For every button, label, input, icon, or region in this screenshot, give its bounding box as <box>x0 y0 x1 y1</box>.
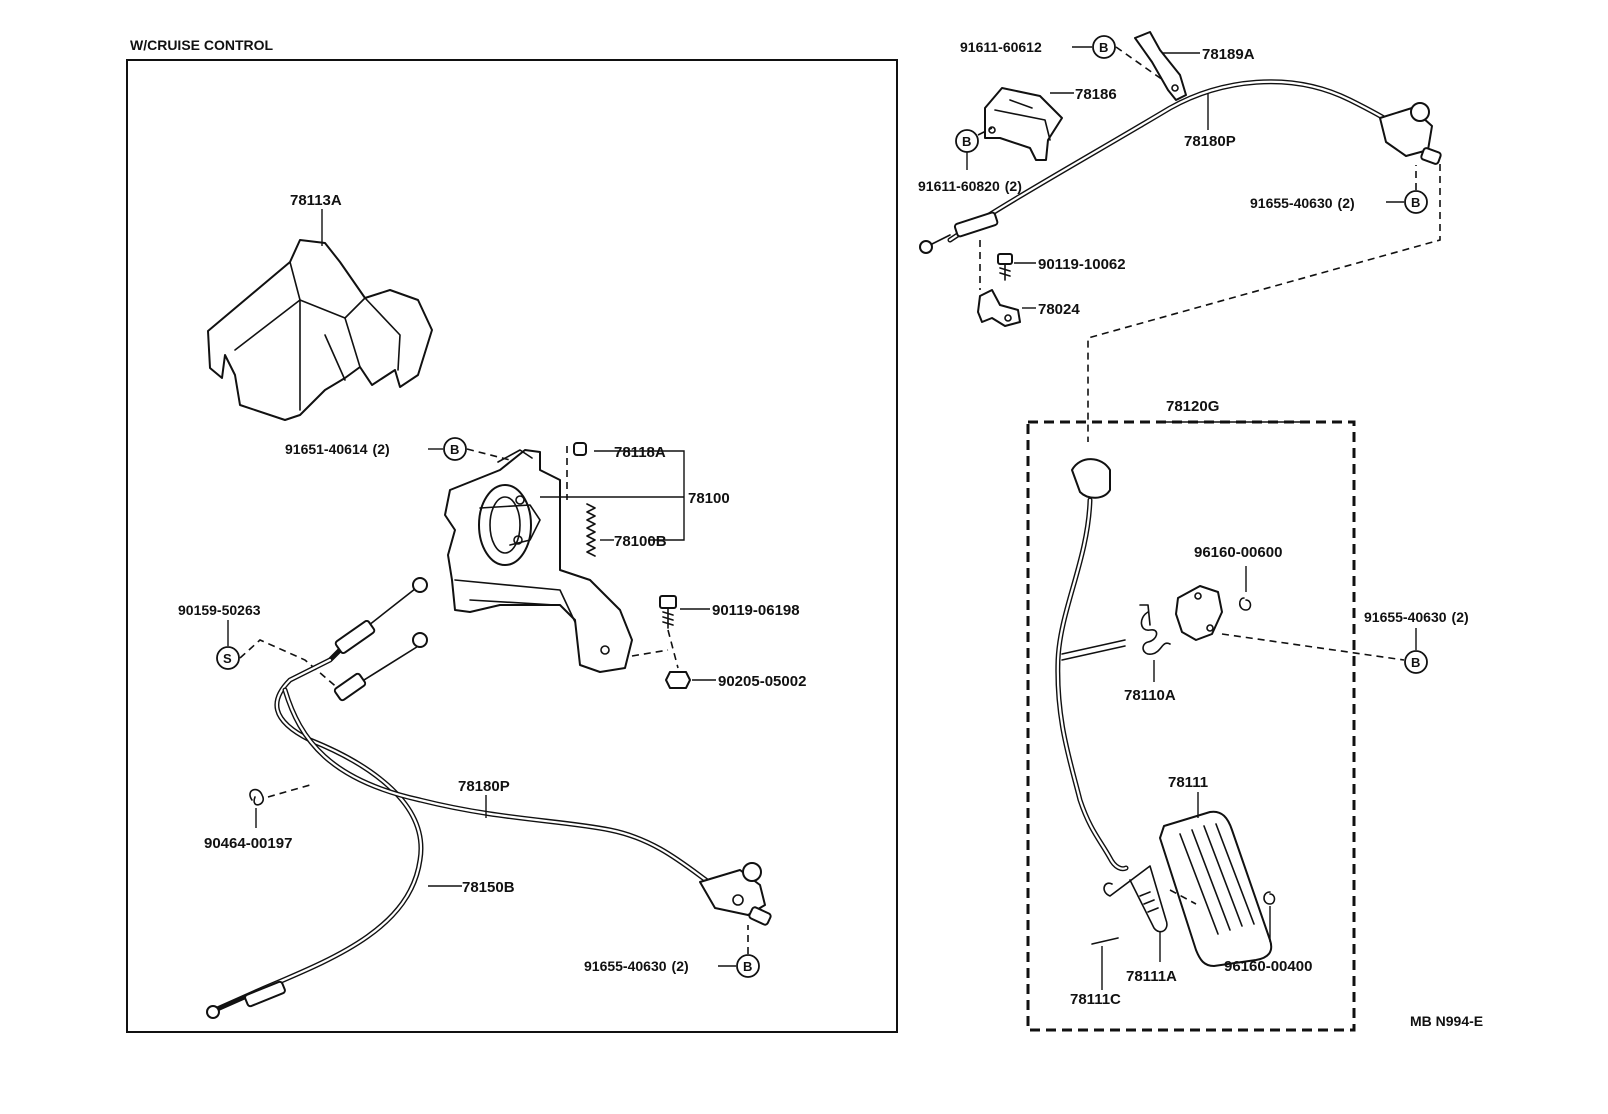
dash-91611-60820 <box>977 127 993 136</box>
marker-S-90159: S <box>216 646 240 670</box>
spring-78100B[interactable] <box>586 503 596 557</box>
label-78111[interactable]: 78111 <box>1168 774 1208 791</box>
pedal-arm-78120G[interactable] <box>1055 458 1129 872</box>
dash-90159 <box>239 639 341 691</box>
label-91611-60612[interactable]: 91611-60612 <box>960 39 1042 55</box>
spring-78110A[interactable] <box>1139 604 1171 655</box>
label-91611-60820[interactable]: 91611-60820(2) <box>918 178 1022 194</box>
label-78186[interactable]: 78186 <box>1075 86 1117 103</box>
dash-91655-mid <box>1221 633 1405 661</box>
label-78120G[interactable]: 78120G <box>1166 398 1219 415</box>
clamp-78024[interactable] <box>977 289 1021 327</box>
marker-B-91655-left: B <box>736 954 760 978</box>
nut-78118A[interactable] <box>573 442 587 456</box>
bolt-90119-10062[interactable] <box>997 253 1013 281</box>
label-78111A[interactable]: 78111A <box>1126 968 1177 985</box>
label-90205-05002[interactable]: 90205-05002 <box>718 673 806 690</box>
svg-text:B: B <box>743 959 752 974</box>
cover-78113A[interactable] <box>207 239 433 421</box>
cable-78180P-right[interactable] <box>919 79 1442 254</box>
label-78189A[interactable]: 78189A <box>1202 46 1255 63</box>
label-78110A[interactable]: 78110A <box>1124 687 1176 704</box>
label-78111C[interactable]: 78111C <box>1070 991 1121 1008</box>
cable-78150B[interactable] <box>206 577 428 1019</box>
nut-90205-05002[interactable] <box>665 671 691 689</box>
dash-90464 <box>267 784 311 798</box>
left-panel-frame <box>126 59 898 1033</box>
pedal-frame <box>1026 420 1356 1032</box>
marker-B-91651: B <box>443 437 467 461</box>
label-90159-50263[interactable]: 90159-50263 <box>178 602 261 618</box>
label-78150B[interactable]: 78150B <box>462 879 515 896</box>
cable-78180P-left[interactable] <box>282 619 723 893</box>
svg-text:B: B <box>1411 655 1420 670</box>
label-91655-40630-left[interactable]: 91655-40630(2) <box>584 958 689 974</box>
marker-B-91655-mid: B <box>1404 650 1428 674</box>
bolt-90119-06198[interactable] <box>659 595 677 629</box>
dash-91651 <box>466 448 511 461</box>
figure-code: MB N994-E <box>1410 1013 1483 1029</box>
spring-78111A[interactable] <box>1103 865 1168 933</box>
label-78180P-left[interactable]: 78180P <box>458 778 510 795</box>
label-90464-00197[interactable]: 90464-00197 <box>204 835 292 852</box>
label-78118A[interactable]: 78118A <box>614 444 666 461</box>
stop-bracket[interactable] <box>1175 585 1223 641</box>
clip-90464-00197[interactable] <box>249 788 265 806</box>
svg-text:S: S <box>223 651 232 666</box>
svg-text:B: B <box>450 442 459 457</box>
label-90119-10062[interactable]: 90119-10062 <box>1038 256 1126 273</box>
marker-B-91611-60612: B <box>1092 35 1116 59</box>
label-78100B[interactable]: 78100B <box>614 533 667 550</box>
actuator-78100[interactable] <box>444 449 633 673</box>
bracket-78186[interactable] <box>984 87 1063 161</box>
label-91651-40614[interactable]: 91651-40614(2) <box>285 441 390 457</box>
clip-96160-00400[interactable] <box>1263 891 1276 905</box>
svg-text:B: B <box>1411 195 1420 210</box>
bracket-78100 <box>594 450 685 541</box>
dash-cable-to-pedal <box>1087 164 1441 442</box>
pin-78111C[interactable] <box>1091 937 1119 945</box>
cable-adjuster-left[interactable] <box>699 862 772 926</box>
marker-B-91655-top: B <box>1404 190 1428 214</box>
clip-96160-00600[interactable] <box>1238 597 1252 611</box>
dash-90119 <box>667 629 679 669</box>
dash-78111A <box>1169 889 1197 905</box>
label-96160-00400[interactable]: 96160-00400 <box>1224 958 1312 975</box>
label-91655-40630-mid[interactable]: 91655-40630(2) <box>1364 609 1469 625</box>
marker-B-91611-60820: B <box>955 129 979 153</box>
label-78113A[interactable]: 78113A <box>290 192 342 209</box>
svg-text:B: B <box>962 134 971 149</box>
label-96160-00600[interactable]: 96160-00600 <box>1194 544 1282 561</box>
label-78180P-right[interactable]: 78180P <box>1184 133 1236 150</box>
pedal-pad-78111[interactable] <box>1159 810 1273 967</box>
label-78100[interactable]: 78100 <box>688 490 730 507</box>
section-title: W/CRUISE CONTROL <box>130 37 274 53</box>
clip-78189A[interactable] <box>1134 31 1187 101</box>
label-90119-06198[interactable]: 90119-06198 <box>712 602 800 619</box>
svg-text:B: B <box>1099 40 1108 55</box>
label-91655-40630-top[interactable]: 91655-40630(2) <box>1250 195 1355 211</box>
label-78024[interactable]: 78024 <box>1038 301 1080 318</box>
dash-90119-b <box>631 649 669 657</box>
